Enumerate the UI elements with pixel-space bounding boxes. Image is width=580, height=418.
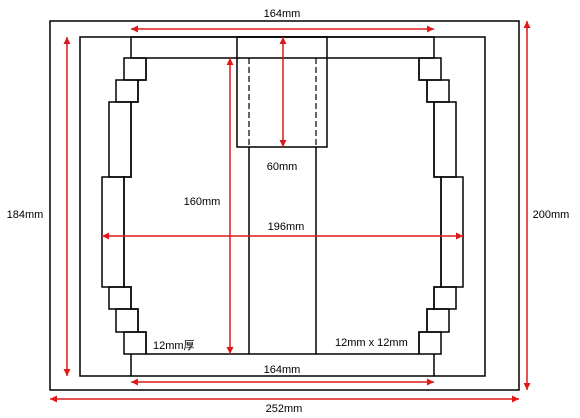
right-block-column bbox=[418, 57, 464, 355]
right-block bbox=[426, 308, 450, 333]
left-block bbox=[123, 57, 147, 81]
right-block bbox=[433, 286, 457, 310]
left-block bbox=[123, 331, 147, 355]
left-block bbox=[115, 308, 139, 333]
left-block bbox=[108, 286, 132, 310]
right-block bbox=[433, 101, 457, 178]
left-block-column bbox=[101, 57, 147, 355]
left-block bbox=[108, 101, 132, 178]
right-block bbox=[440, 176, 464, 288]
right-block bbox=[426, 79, 450, 103]
label-inner-height: 160mm bbox=[184, 196, 221, 208]
label-right-height: 200mm bbox=[533, 209, 570, 221]
label-overall-width: 252mm bbox=[266, 403, 303, 415]
right-block bbox=[418, 331, 442, 355]
left-block bbox=[115, 79, 139, 103]
right-block bbox=[418, 57, 442, 81]
outer-frame bbox=[49, 20, 520, 391]
label-thickness: 12mm厚 bbox=[153, 339, 195, 352]
label-left-height: 184mm bbox=[7, 209, 44, 221]
label-block-size: 12mm x 12mm bbox=[335, 337, 408, 349]
slot-housing bbox=[236, 36, 328, 148]
label-top-width: 164mm bbox=[264, 8, 301, 20]
label-inner-span: 196mm bbox=[268, 221, 305, 233]
label-slot-depth: 60mm bbox=[267, 161, 298, 173]
left-block bbox=[101, 176, 125, 288]
label-bottom-width: 164mm bbox=[264, 364, 301, 376]
